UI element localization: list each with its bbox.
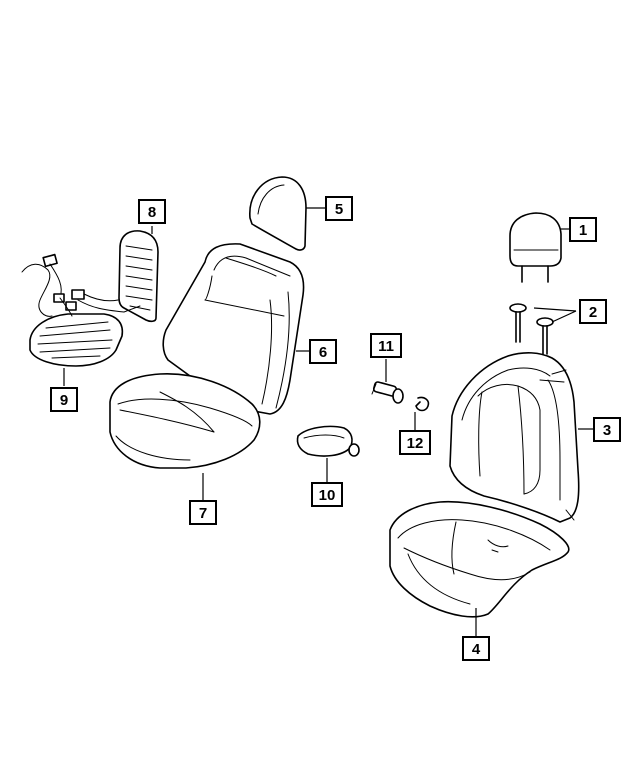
part-8-back-heater-pad (118, 230, 159, 323)
svg-text:10: 10 (319, 487, 336, 504)
part-7-seat-cushion (109, 373, 261, 469)
callout-8: 8 (138, 199, 166, 224)
part-9-cushion-heater-pad (21, 253, 141, 367)
svg-text:11: 11 (378, 338, 394, 355)
part-4-seat-cushion-cover (389, 500, 570, 618)
part-3-seat-back-cover (449, 352, 580, 523)
svg-text:4: 4 (472, 641, 481, 658)
callout-7: 7 (189, 500, 217, 525)
part-10-handle (296, 425, 360, 457)
svg-text:3: 3 (603, 422, 611, 439)
callout-4: 4 (462, 636, 490, 661)
svg-text:5: 5 (335, 201, 343, 218)
callout-9: 9 (50, 387, 78, 412)
svg-text:8: 8 (148, 204, 156, 221)
callout-12: 12 (399, 430, 431, 455)
svg-text:1: 1 (579, 222, 587, 239)
svg-text:2: 2 (589, 304, 597, 321)
svg-text:6: 6 (319, 344, 327, 361)
part-12-clip (415, 396, 430, 412)
part-11-switch (371, 381, 404, 404)
callout-11: 11 (370, 333, 402, 358)
callout-3: 3 (593, 417, 621, 442)
part-5-headrest (249, 176, 307, 251)
svg-text:9: 9 (60, 392, 68, 409)
leader-lines (63, 207, 594, 637)
callout-10: 10 (311, 482, 343, 507)
part-6-seat-back (162, 243, 305, 415)
callout-5: 5 (325, 196, 353, 221)
svg-text:12: 12 (407, 435, 424, 452)
callout-6: 6 (309, 339, 337, 364)
part-1-headrest (509, 212, 562, 283)
callout-1: 1 (569, 217, 597, 242)
part-2-headrest-guides (509, 303, 554, 355)
svg-text:7: 7 (199, 505, 207, 522)
callout-2: 2 (579, 299, 607, 324)
